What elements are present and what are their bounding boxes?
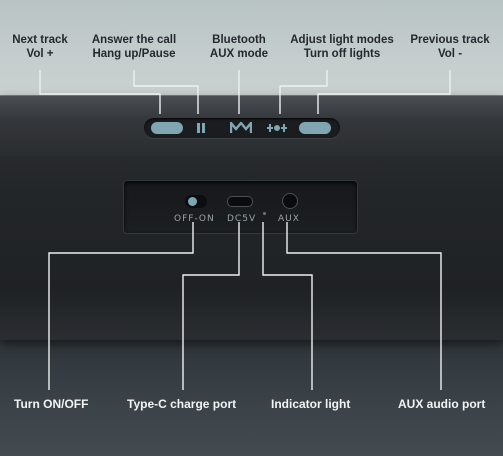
callout-line-power — [48, 222, 194, 390]
power-switch-knob[interactable] — [188, 197, 197, 206]
light-icon — [267, 124, 287, 132]
label-type-c-charge: Type-C charge port — [127, 397, 237, 411]
callout-line-light-modes — [279, 70, 328, 114]
play-pause-button[interactable] — [190, 121, 212, 135]
callout-line-charge — [182, 222, 240, 390]
pause-icon — [197, 123, 205, 133]
control-button-strip — [144, 118, 340, 138]
indicator-light — [263, 212, 266, 215]
callout-line-aux — [286, 222, 442, 390]
label-indicator-light: Indicator light — [271, 397, 351, 411]
callout-line-previous-track — [317, 70, 451, 114]
label-aux-audio: AUX audio port — [398, 397, 486, 411]
mode-button[interactable] — [228, 121, 254, 135]
light-button[interactable] — [264, 121, 290, 135]
vol-plus-button[interactable] — [151, 122, 183, 134]
port-label-charge: DC5V — [227, 214, 257, 224]
port-label-aux: AUX — [278, 214, 300, 224]
vol-minus-button[interactable] — [299, 122, 331, 134]
callout-line-answer-call — [133, 70, 199, 114]
type-c-port — [227, 196, 253, 207]
port-panel — [123, 180, 358, 234]
mode-m-icon — [230, 122, 252, 133]
port-label-power: OFF-ON — [174, 214, 215, 224]
callout-line-next-track — [39, 70, 161, 114]
power-switch[interactable] — [185, 195, 207, 208]
callout-line-indicator — [262, 222, 313, 390]
label-turn-on-off: Turn ON/OFF — [14, 397, 89, 411]
aux-port — [282, 193, 298, 209]
